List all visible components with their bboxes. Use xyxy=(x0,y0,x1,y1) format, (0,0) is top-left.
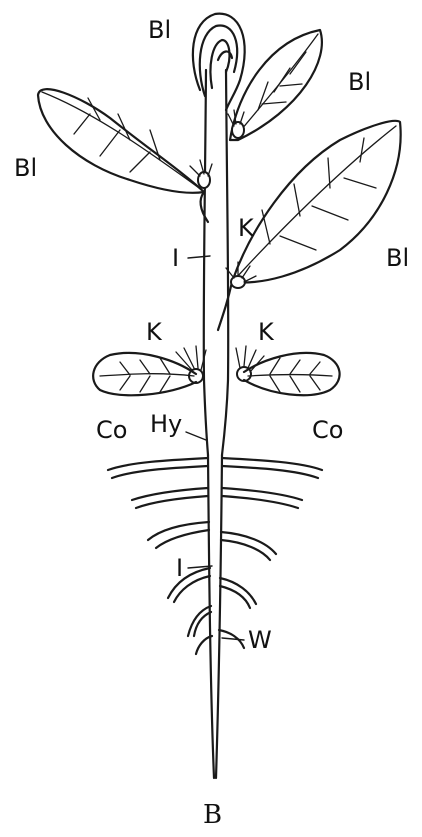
label-leaf-top: Bl xyxy=(148,18,171,42)
label-internode-lower: I xyxy=(176,556,183,580)
label-hypocotyl: Hy xyxy=(150,412,182,436)
label-bud-right: K xyxy=(258,320,274,344)
apical-bud xyxy=(193,14,245,110)
leaf-upper-left xyxy=(38,89,208,222)
cotyledon-left-shape xyxy=(93,353,196,395)
axillary-buds xyxy=(176,110,264,383)
figure-caption: B xyxy=(203,802,222,828)
label-bud-upper: K xyxy=(238,216,254,240)
label-leaf-upper-right: Bl xyxy=(348,70,371,94)
label-cotyledon-left: Co xyxy=(96,418,127,442)
label-bud-left: K xyxy=(146,320,162,344)
label-leaf-left: Bl xyxy=(14,156,37,180)
label-internode-upper: I xyxy=(172,246,179,270)
label-leaf-right: Bl xyxy=(386,246,409,270)
stem xyxy=(204,70,229,455)
label-cotyledon-right: Co xyxy=(312,418,343,442)
root xyxy=(108,455,322,778)
label-root: W xyxy=(248,628,272,652)
cotyledon-right-shape xyxy=(244,353,340,395)
